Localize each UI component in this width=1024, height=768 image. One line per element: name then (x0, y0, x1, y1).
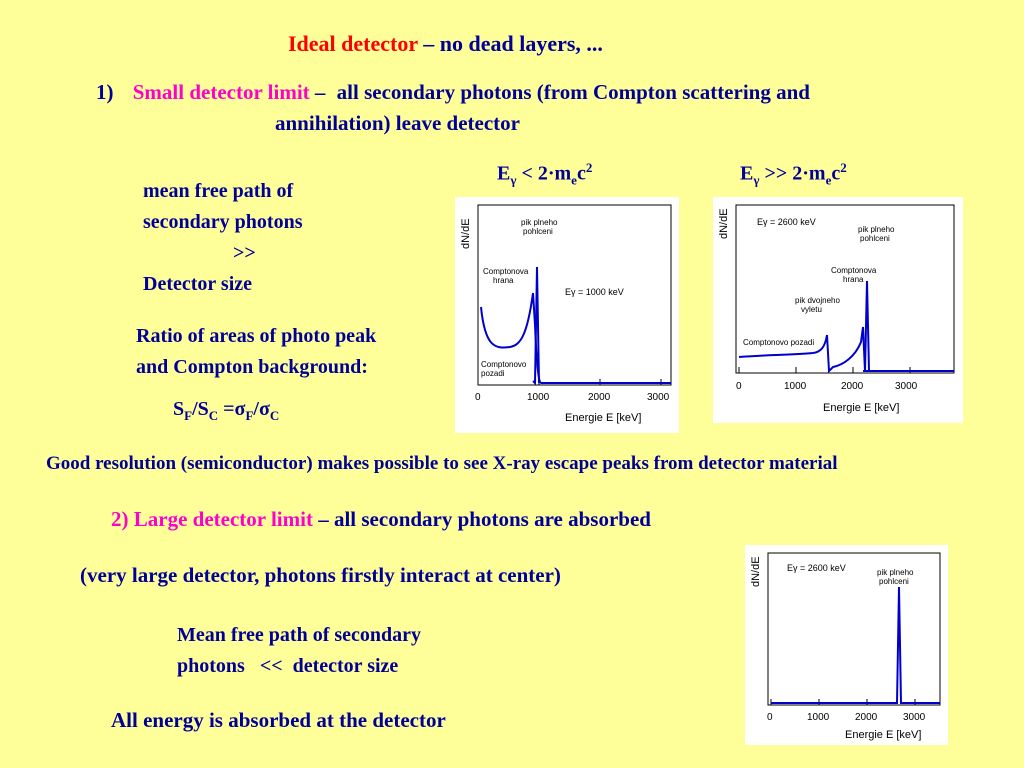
large-detector-note: (very large detector, photons firstly in… (80, 563, 561, 587)
plot2-tick-2000: 2000 (841, 381, 864, 392)
plot1-ann-0: pik plneho (521, 218, 558, 227)
title-accent: Ideal detector (288, 31, 418, 56)
plot3-photopeak (771, 586, 940, 704)
plot1-tick-3000: 3000 (647, 392, 670, 403)
title-rest: – no dead layers, ... (417, 31, 603, 56)
plot1-xlabel: Energie E [keV] (565, 412, 641, 424)
plot1-ann-5: pozadi (481, 369, 505, 378)
condition-low-energy: Eγ < 2·mec2 (497, 160, 593, 188)
plot2-tick-1000: 1000 (784, 381, 807, 392)
plot1-ann-1: pohlceni (523, 227, 553, 236)
section1-heading: 1) Small detector limit – all secondary … (96, 80, 810, 105)
mfp-large-block: Mean free path of secondary photons << d… (177, 624, 422, 677)
formula-sf-sc: SF/SC =σF/σC (173, 398, 280, 423)
spectrum-plot-1: dN/dE 0 1000 2000 3000 Energie E [keV] p… (455, 197, 679, 433)
section1-title: Small detector limit (132, 80, 310, 104)
plot3-energy-label: Eγ = 2600 keV (787, 563, 846, 573)
plot1-ann-3: hrana (493, 276, 514, 285)
all-absorbed-note: All energy is absorbed at the detector (111, 708, 446, 732)
ratio-block: Ratio of areas of photo peak and Compton… (136, 325, 377, 378)
plot2-tick-3000: 3000 (895, 381, 918, 392)
mfp-small-block: mean free path of secondary photons >> D… (143, 180, 303, 295)
plot3-ylabel: dN/dE (750, 556, 762, 587)
plot3-xlabel: Energie E [keV] (845, 729, 921, 741)
plot3-ann-0: pik plneho (877, 568, 914, 577)
page-title: Ideal detector – no dead layers, ... (288, 31, 603, 57)
section2-rest: – all secondary photons are absorbed (312, 507, 651, 531)
plot2-tick-0: 0 (736, 381, 742, 392)
plot1-tick-2000: 2000 (588, 392, 611, 403)
plot2-ann-0: pik plneho (858, 225, 895, 234)
section1-number: 1) (96, 80, 114, 104)
plot2-ann-6: Comptonovo pozadi (743, 338, 814, 347)
plot2-ann-3: hrana (843, 275, 864, 284)
plot1-tick-1000: 1000 (527, 392, 550, 403)
plot2-ylabel: dN/dE (718, 208, 730, 239)
plot1-photopeak (532, 266, 540, 386)
good-resolution-note: Good resolution (semiconductor) makes po… (46, 453, 838, 474)
section2-heading: 2) Large detector limit – all secondary … (111, 507, 651, 532)
plot1-ann-4: Comptonovo (481, 360, 527, 369)
plot3-tick-3000: 3000 (903, 712, 926, 723)
section1-text-line1: all secondary photons (from Compton scat… (336, 80, 810, 104)
plot2-photopeak (863, 280, 870, 372)
plot2-xlabel: Energie E [keV] (823, 402, 899, 414)
plot3-tick-2000: 2000 (855, 712, 878, 723)
plot1-energy-label: Eγ = 1000 keV (565, 287, 624, 297)
plot2-energy-label: Eγ = 2600 keV (757, 217, 816, 227)
spectrum-plot-2: dN/dE 0 1000 2000 3000 Energie E [keV] E… (713, 197, 963, 423)
plot2-spectrum-curve (738, 326, 954, 374)
section1-dash: – (309, 80, 326, 104)
plot3-tick-0: 0 (767, 712, 773, 723)
plot1-ann-2: Comptonova (483, 267, 529, 276)
plot2-ann-2: Comptonova (831, 266, 877, 275)
plot1-tick-0: 0 (475, 392, 481, 403)
section2-title: Large detector limit (133, 507, 313, 531)
plot2-ann-1: pohlceni (860, 234, 890, 243)
condition-high-energy: Eγ >> 2·mec2 (740, 160, 847, 188)
section2-number: 2) (111, 507, 129, 531)
plot3-tick-1000: 1000 (807, 712, 830, 723)
spectrum-plot-3: dN/dE 0 1000 2000 3000 Energie E [keV] E… (745, 545, 948, 745)
plot3-ann-1: pohlceni (879, 577, 909, 586)
section1-text-line2: annihilation) leave detector (275, 111, 520, 135)
plot2-ann-4: pik dvojneho (795, 296, 840, 305)
plot1-ylabel: dN/dE (460, 218, 472, 249)
plot1-spectrum-curve (480, 292, 671, 384)
plot2-ann-5: vyletu (801, 305, 822, 314)
